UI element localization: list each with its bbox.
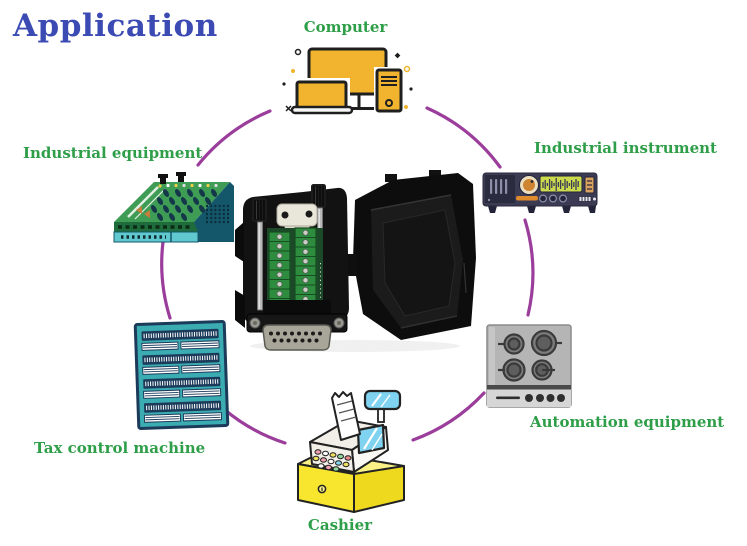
board-pins <box>158 172 186 184</box>
waveform-display <box>539 175 583 193</box>
register-screen <box>356 423 386 455</box>
circle-arc-top-left <box>196 109 272 167</box>
tax-machine-modules <box>141 328 223 423</box>
db-connector <box>246 313 348 351</box>
automation-equipment-icon <box>486 324 572 408</box>
cashier-icon <box>297 389 405 513</box>
label-industrial-equipment: Industrial equipment <box>23 144 203 162</box>
label-computer: Computer <box>303 18 388 36</box>
label-cashier: Cashier <box>307 516 373 534</box>
label-tax-control-machine: Tax control machine <box>34 439 206 457</box>
label-automation-equipment: Automation equipment <box>530 413 725 431</box>
label-industrial-instrument: Industrial instrument <box>534 139 717 157</box>
thumbscrews <box>252 184 326 222</box>
receipt-paper <box>331 391 361 441</box>
front-controls <box>516 194 596 203</box>
vent-slats <box>490 179 508 194</box>
pcb-board <box>113 172 234 243</box>
circle-arc-right <box>523 218 535 317</box>
computer-icon <box>282 47 413 115</box>
connector-pin-holes <box>269 331 322 343</box>
industrial-instrument-icon <box>482 172 598 213</box>
diodes <box>136 206 150 218</box>
terminal-blocks <box>268 227 321 309</box>
circle-arc-top-right <box>425 106 502 169</box>
page-title: Application <box>13 8 218 44</box>
cooktop-highlight <box>489 327 495 405</box>
side-meter <box>584 176 595 194</box>
industrial-equipment-icon <box>113 172 234 243</box>
circle-arc-bottom-left <box>223 408 287 445</box>
keypad <box>312 449 352 472</box>
cooktop-control-panel <box>487 385 571 407</box>
instrument-legs <box>488 206 596 213</box>
edge-dots <box>158 183 218 188</box>
breakout-board-assembly <box>235 184 349 351</box>
tax-control-machine-icon <box>133 320 230 430</box>
product-photo-db-breakout-connector <box>235 170 476 352</box>
capacitors <box>150 189 218 221</box>
laptop <box>290 78 354 115</box>
tuning-knob <box>519 175 539 195</box>
plastic-cover <box>345 170 476 340</box>
circle-arc-left <box>160 240 172 320</box>
pole-display <box>363 389 402 423</box>
cooktop-burners <box>498 329 562 382</box>
tower-pc <box>374 67 404 114</box>
